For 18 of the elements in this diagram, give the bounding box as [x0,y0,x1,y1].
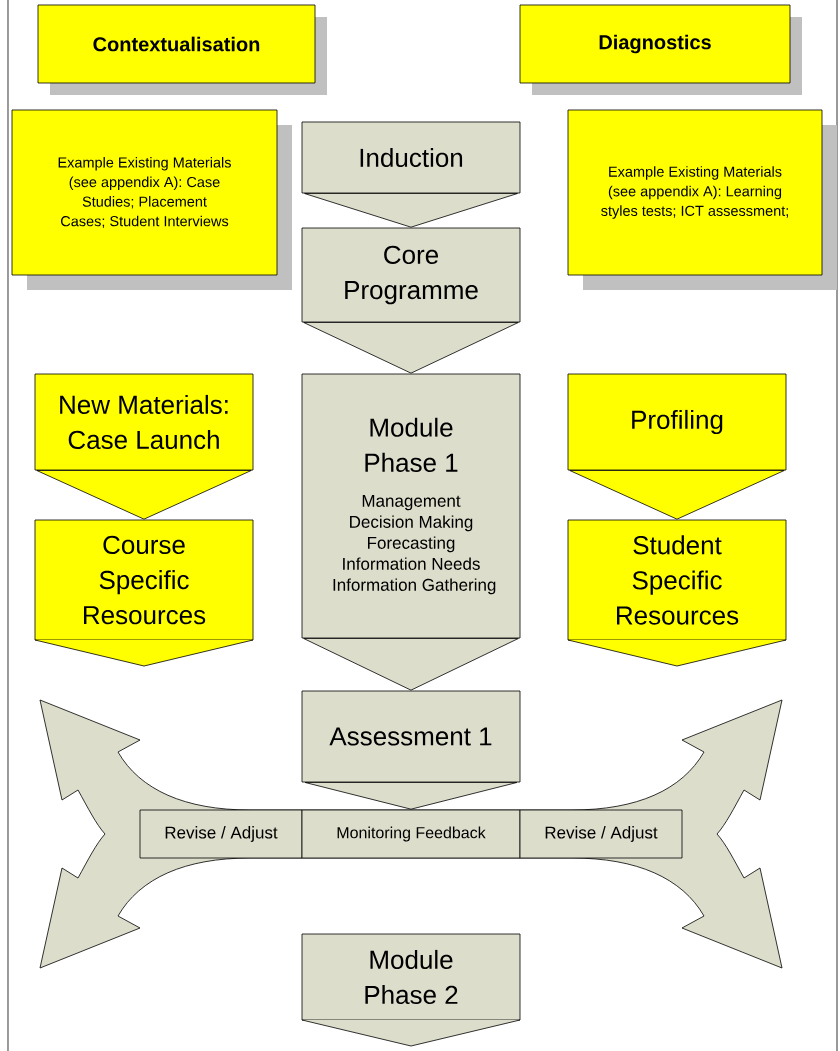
process-box: Student Specific Resources [567,519,787,667]
heading-box: Diagnostics [519,4,802,95]
process-box: Profiling [567,373,787,471]
chevron-arrow [304,192,518,228]
process-box: Module Phase 2 [301,933,521,1047]
band-segment: Revise / Adjust [519,809,683,859]
chevron-arrow [569,469,785,520]
text-box: Example Existing Materials (see appendix A): Case Studies; Placement Cases; Student Interviews [11,109,292,290]
band-segment: Monitoring Feedback [301,809,521,859]
chevron-arrow [304,781,518,810]
chevron-arrow [303,637,519,691]
text-box: Example Existing Materials (see appendix A): Learning styles tests; ICT assessment; [567,109,837,290]
process-box: New Materials: Case Launch [34,373,254,471]
process-box: Course Specific Resources [34,519,254,667]
band-segment: Revise / Adjust [139,809,303,859]
heading-box: Contextualisation [37,4,327,95]
chevron-arrow [303,321,519,374]
chevron-arrow [36,469,252,520]
